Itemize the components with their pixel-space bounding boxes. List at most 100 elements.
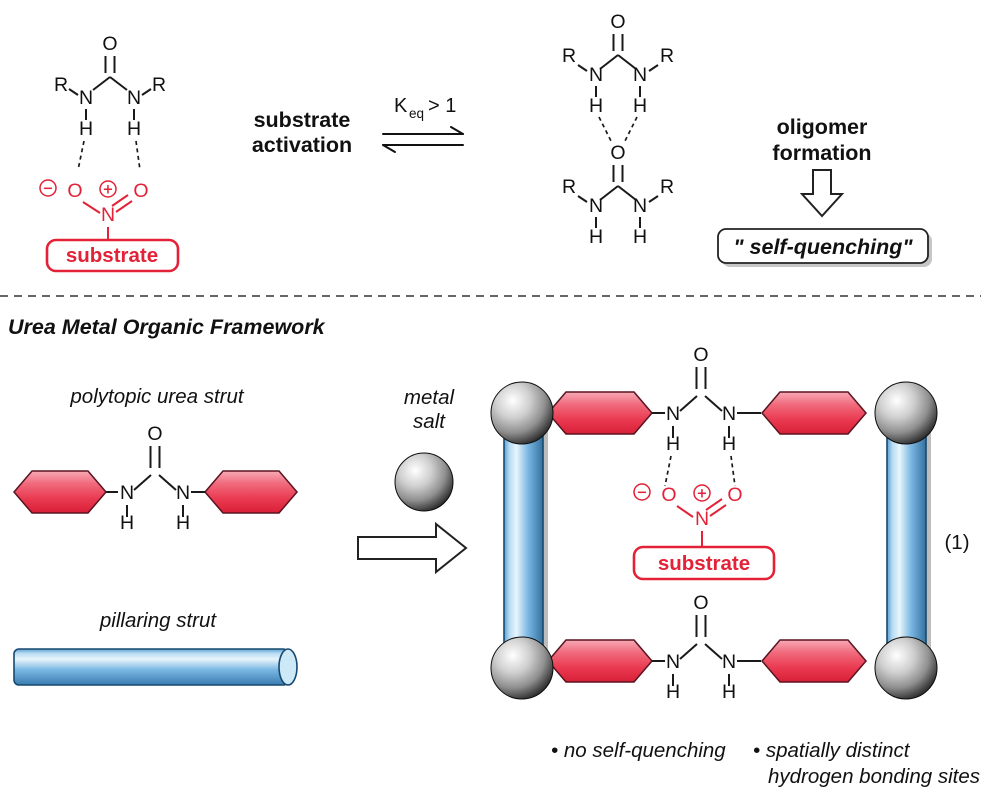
atom-O: O (133, 180, 148, 202)
keq-symbol: K (394, 95, 408, 117)
substrate-box-label: substrate (658, 552, 750, 575)
atom-O: O (67, 180, 82, 202)
pillar-right (886, 412, 927, 669)
urea-left-bonds (68, 56, 152, 171)
pillaring-strut (13, 648, 298, 686)
metal-sphere-corner (874, 636, 938, 700)
substrate-box-label: substrate (66, 244, 158, 267)
atom-N: N (127, 87, 141, 109)
pillar-left (503, 412, 544, 669)
atom-H: H (589, 226, 603, 248)
atom-O: O (727, 484, 742, 506)
atom-H: H (722, 681, 736, 703)
atom-H: H (127, 118, 141, 140)
urea-molecule-left: O N N R R H H (54, 33, 166, 171)
atom-N: N (666, 403, 680, 425)
self-quenching-callout: " self-quenching" (717, 228, 932, 267)
metal-sphere-corner (490, 636, 554, 700)
metal-salt-label-line2: salt (413, 410, 446, 433)
atom-O: O (693, 592, 708, 614)
self-quenching-box (717, 228, 929, 264)
atom-N: N (695, 508, 709, 530)
pillaring-strut-label: pillaring strut (99, 609, 218, 632)
right-arrow-icon (357, 521, 468, 575)
minus-charge-icon (39, 179, 57, 197)
plus-charge-icon (99, 180, 117, 198)
self-quenching-label: " self-quenching" (733, 235, 913, 259)
atom-H: H (666, 681, 680, 703)
metal-salt-label-line1: metal (404, 386, 456, 409)
cylinder-end-cap (278, 648, 298, 686)
atom-H: H (120, 512, 134, 534)
plus-charge-icon (693, 484, 711, 502)
atom-N: N (722, 651, 736, 673)
atom-O: O (147, 423, 162, 445)
minus-sign: − (43, 182, 54, 197)
atom-R: R (660, 45, 674, 67)
bullet-spatially-distinct-line1: • spatially distinct (753, 739, 911, 762)
framework-top-strut: O N N H H (547, 344, 867, 487)
substrate-box (632, 545, 776, 581)
bottom-strut-bonds (652, 615, 761, 686)
substrate-box (45, 238, 180, 273)
activation-label-line1: substrate (254, 108, 351, 132)
atom-R: R (562, 45, 576, 67)
atom-N: N (79, 87, 93, 109)
blue-cylinder (13, 648, 289, 686)
atom-N: N (176, 482, 190, 504)
atom-O: O (102, 33, 117, 55)
atom-H: H (633, 95, 647, 117)
keq-subscript: eq (409, 106, 424, 121)
atom-N: N (589, 195, 603, 217)
plus-sign: + (103, 183, 114, 198)
plus-sign: + (697, 487, 708, 502)
red-hexagon-strut (761, 391, 867, 435)
polytopic-urea-strut: O N N H H (13, 423, 298, 534)
metal-sphere-corner (874, 381, 938, 445)
nitrate-bonds (82, 194, 133, 240)
equilibrium-arrows-icon (382, 126, 464, 153)
nitrate-bonds (676, 498, 727, 546)
atom-N: N (633, 195, 647, 217)
polytopic-strut-label: polytopic urea strut (69, 385, 245, 408)
substrate-nitrate-framework: − + O O N substrate (632, 483, 776, 581)
keq-relation: > 1 (428, 95, 456, 117)
atom-H: H (633, 226, 647, 248)
red-hexagon-strut (13, 470, 107, 514)
atom-O: O (610, 11, 625, 33)
minus-charge-icon (633, 483, 651, 501)
section-heading: Urea Metal Organic Framework (8, 315, 326, 339)
atom-H: H (589, 95, 603, 117)
activation-label-line2: activation (252, 133, 352, 157)
red-hexagon-strut (547, 639, 653, 683)
atom-O: O (693, 344, 708, 366)
top-strut-bonds (652, 367, 761, 487)
bottom-panel: Urea Metal Organic Framework polytopic u… (8, 315, 980, 788)
substrate-nitrate-top: − + O O N substrate (39, 179, 180, 273)
equilibrium: K eq > 1 (382, 95, 464, 153)
bullet-spatially-distinct-line2: hydrogen bonding sites (768, 765, 980, 788)
atom-O: O (661, 484, 676, 506)
red-hexagon-strut (547, 391, 653, 435)
mof-framework: O N N H H − + O O N (490, 344, 938, 703)
minus-sign: − (637, 486, 648, 501)
atom-N: N (633, 64, 647, 86)
atom-N: N (722, 403, 736, 425)
atom-N: N (120, 482, 134, 504)
bullet-no-self-quenching: • no self-quenching (551, 739, 726, 762)
metal-sphere-corner (490, 381, 554, 445)
atom-R: R (54, 74, 68, 96)
down-arrow-icon (799, 169, 845, 218)
atom-H: H (666, 433, 680, 455)
red-hexagon-strut (761, 639, 867, 683)
urea-lower-bonds (577, 165, 659, 228)
top-panel: O N N R R H H − + O O N substrate (39, 11, 932, 273)
atom-O: O (610, 142, 625, 164)
atom-N: N (101, 204, 115, 226)
urea-dimer: O N N R R H H O N N R R H H (562, 11, 674, 248)
atom-H: H (79, 118, 93, 140)
atom-R: R (660, 176, 674, 198)
framework-bottom-strut: O N N H H (547, 592, 867, 703)
